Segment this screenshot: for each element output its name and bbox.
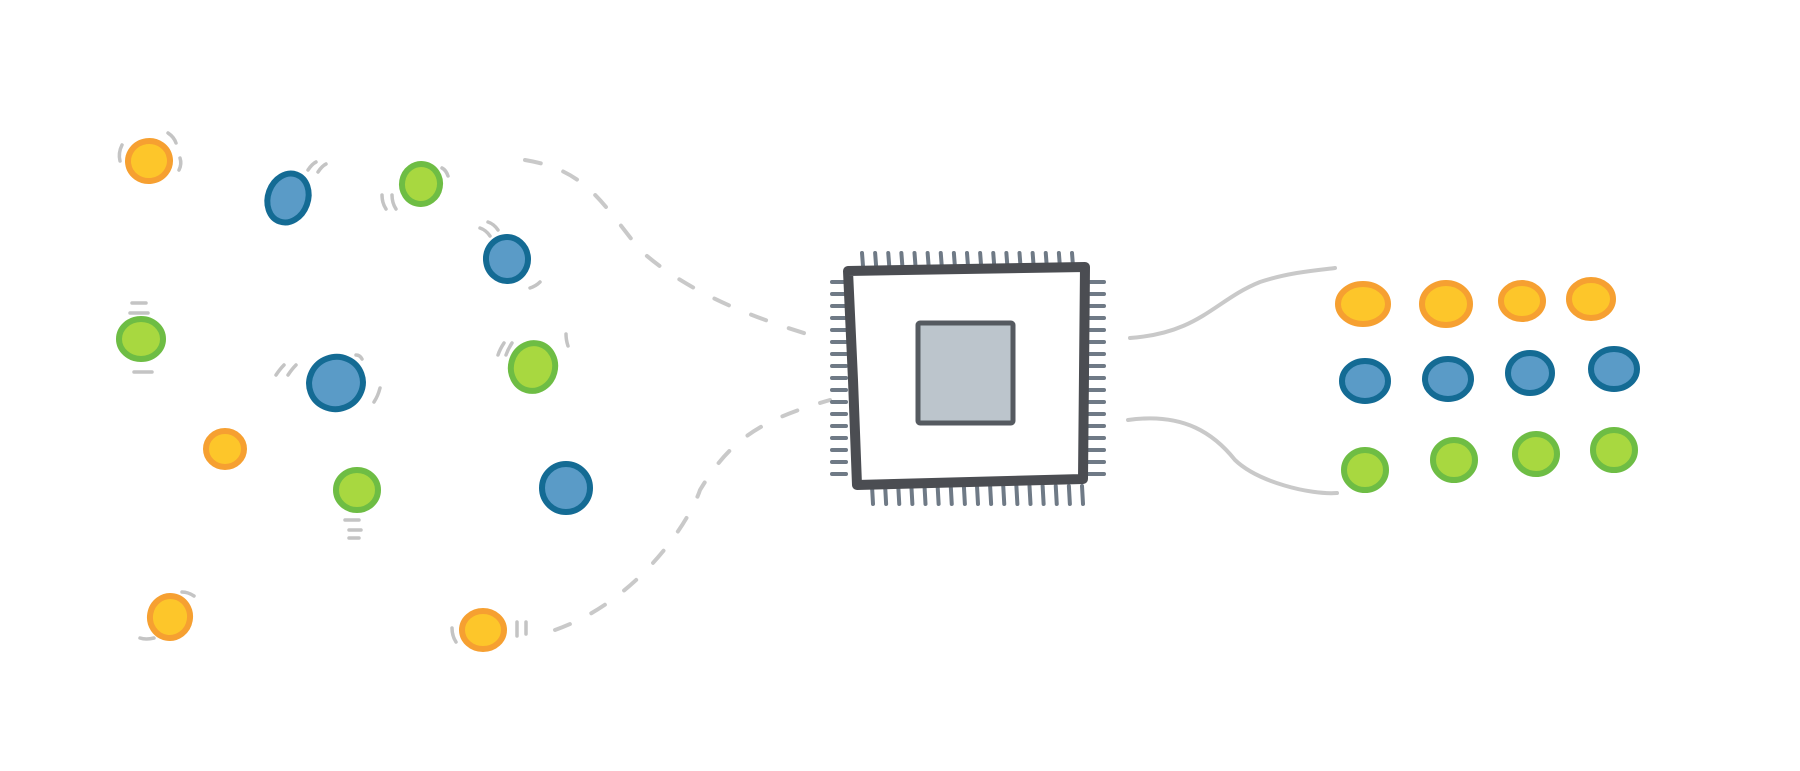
chip-pin [1040,484,1046,506]
sorted-item-blue [1588,346,1640,392]
motion-mark [117,143,124,163]
output-connector-bottom [1126,416,1339,496]
chip-pin [899,251,905,268]
input-connector-top [523,158,822,340]
input-item-green [116,316,166,362]
motion-mark [138,636,156,641]
input-item-orange [459,608,507,652]
chip-pin [935,484,941,506]
chip-pin [1027,484,1033,506]
motion-mark [440,166,450,178]
sorted-outputs [1335,277,1640,493]
chip-pin [886,251,892,268]
chip-pin [912,251,918,268]
input-item-blue [539,461,593,515]
sorted-item-orange [1419,280,1473,328]
chip-pin [896,484,902,506]
motion-mark [286,363,298,377]
chip-pin [873,251,879,268]
sorted-item-orange [1566,277,1616,321]
input-item-orange [203,428,247,470]
input-item-blue [482,234,532,284]
chip-pin [1080,484,1085,506]
sorted-item-green [1590,427,1638,473]
chip-pin [948,484,954,506]
motion-mark [390,193,398,211]
input-item-green [333,467,381,513]
output-connector-top [1128,266,1337,340]
chip-pin [965,251,970,268]
input-connector-bottom [553,398,832,632]
sorted-item-blue [1339,358,1391,404]
sorted-item-blue [1422,356,1474,402]
processor-chip-icon [830,251,1106,506]
motion-mark [354,353,364,361]
chip-pin [1001,484,1007,506]
motion-mark [564,332,570,348]
sorted-item-green [1430,437,1478,483]
input-item-blue [306,353,366,413]
chip-pin [938,251,944,268]
motion-mark [528,280,542,290]
chip-pin [1014,484,1020,506]
motion-mark [306,160,318,172]
motion-mark [372,386,382,404]
motion-mark [486,220,500,232]
chip-core [915,320,1016,426]
chip-pin [925,251,931,268]
motion-mark [177,156,183,172]
chip-pin [1053,484,1059,506]
input-connectors [523,158,832,632]
chip-pin [922,484,928,506]
sorted-item-orange [1335,281,1391,327]
motion-mark [450,626,458,644]
motion-mark [316,162,328,174]
motion-mark [180,590,196,598]
input-item-green [507,340,559,394]
sorted-item-green [1341,447,1389,493]
motion-marks [117,131,570,644]
sorted-item-orange [1498,280,1546,322]
chip-pin [909,484,915,506]
motion-mark [496,341,506,357]
input-item-orange [125,137,173,185]
motion-mark [478,226,492,238]
input-item-green [398,161,444,207]
sorted-item-green [1512,431,1560,477]
motion-mark [274,363,286,377]
input-item-blue [264,170,312,226]
chip-pin [951,251,957,268]
chip-pin [1066,484,1072,506]
input-item-orange [146,593,194,641]
chip-pin [988,484,994,506]
motion-mark [166,131,178,145]
motion-mark [504,341,514,357]
chip-pin [975,484,980,506]
scattered-inputs [116,137,593,652]
output-connectors [1126,266,1339,496]
motion-mark [380,193,388,211]
chip-pin [961,484,967,506]
sorted-item-blue [1505,350,1555,396]
chip-pin [860,251,865,268]
